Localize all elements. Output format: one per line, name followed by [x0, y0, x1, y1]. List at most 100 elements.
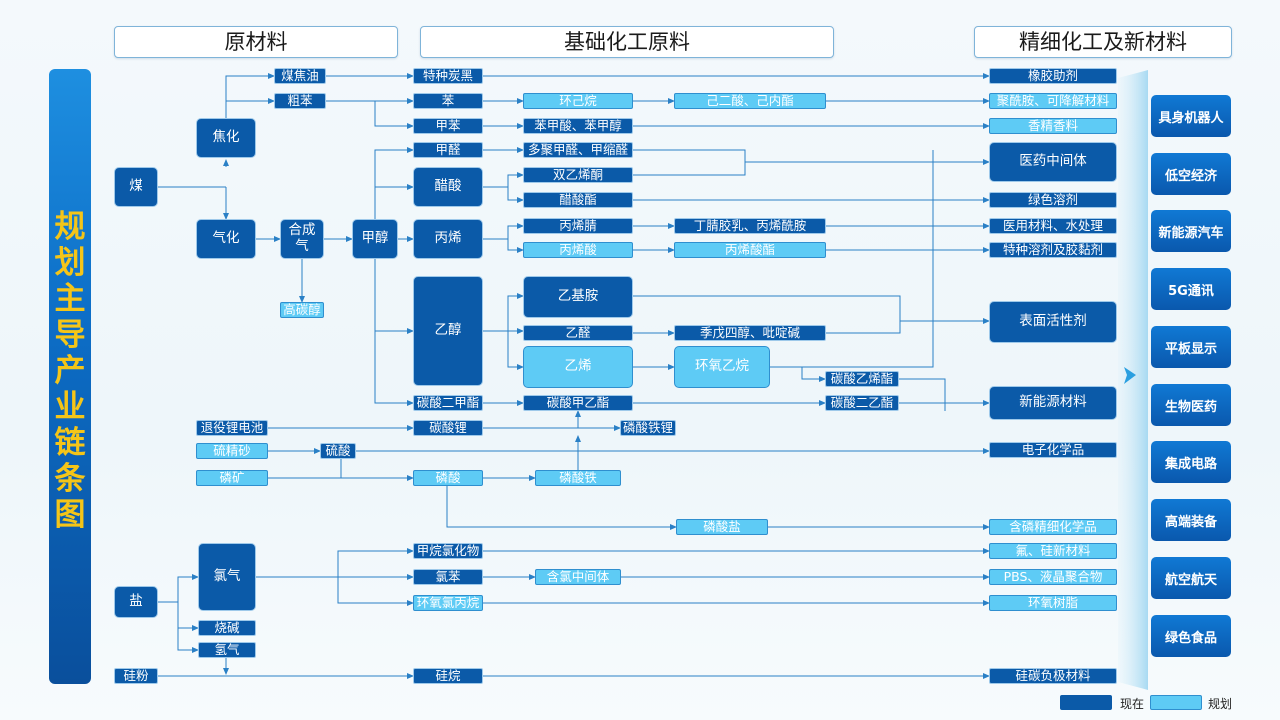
- node-gaotanchun: 高碳醇: [280, 302, 324, 318]
- node-tezhongtanhei: 特种炭黑: [413, 68, 483, 84]
- header-basic-chemicals: 基础化工原料: [420, 26, 834, 58]
- node-yichun: 乙醇: [413, 276, 483, 386]
- node-luben: 氯苯: [413, 569, 483, 585]
- connector-26: [507, 187, 524, 203]
- node-tansuanjiayizhi: 碳酸甲乙酯: [523, 395, 633, 411]
- industry-0: 具身机器人: [1151, 95, 1231, 137]
- node-jiaben: 甲苯: [413, 118, 483, 134]
- node-fuguixincailiao: 氟、硅新材料: [989, 543, 1117, 559]
- node-benjiasuan: 苯甲酸、苯甲醇: [523, 118, 633, 134]
- node-cusuan: 醋酸: [413, 167, 483, 207]
- connector-3: [225, 73, 275, 118]
- node-linkuang: 磷矿: [196, 470, 268, 486]
- sidebar-title: 规划主导产业链条图: [54, 209, 86, 533]
- node-juxianan: 聚酰胺、可降解材料: [989, 93, 1117, 109]
- connector-15: [374, 331, 414, 406]
- node-huanyangluby: 环氧氯丙烷: [413, 595, 483, 611]
- industry-3: 5G通讯: [1151, 268, 1231, 310]
- node-yiyaozhongjianti: 医药中间体: [989, 142, 1117, 182]
- legend-planned-swatch: [1150, 695, 1202, 710]
- node-yijian: 乙基胺: [523, 276, 633, 318]
- industry-1: 低空经济: [1151, 153, 1231, 195]
- node-yiyongcailiao: 医用材料、水处理: [989, 218, 1117, 234]
- connector-28: [483, 223, 524, 240]
- industry-6: 集成电路: [1151, 441, 1231, 483]
- legend-current-swatch: [1060, 695, 1112, 710]
- node-huanjiwan: 环己烷: [523, 93, 633, 109]
- connector-14: [374, 259, 414, 334]
- node-yan: 盐: [114, 586, 158, 618]
- industry-4: 平板显示: [1151, 326, 1231, 368]
- node-tuiyilidianchi: 退役锂电池: [196, 420, 268, 436]
- industry-5: 生物医药: [1151, 384, 1231, 426]
- node-tansuanyierzhi: 碳酸二乙酯: [825, 395, 899, 411]
- node-meijiaoyou: 煤焦油: [274, 68, 326, 84]
- node-hanluzhongjianti: 含氯中间体: [535, 569, 621, 585]
- node-yiquan: 乙醛: [523, 325, 633, 341]
- connector-42: [801, 367, 826, 382]
- node-guifen: 硅粉: [114, 668, 158, 684]
- connector-36: [507, 331, 524, 370]
- node-shuangyixitong: 双乙烯酮: [523, 167, 633, 183]
- node-jiaquan: 甲醛: [413, 142, 483, 158]
- node-linsuantie: 磷酸铁: [535, 470, 621, 486]
- connector-34: [483, 293, 524, 332]
- connector-29: [507, 239, 524, 253]
- node-lvserongji: 绿色溶剂: [989, 192, 1117, 208]
- node-jiaohua: 焦化: [196, 118, 256, 158]
- industry-2: 新能源汽车: [1151, 210, 1231, 252]
- connector-60: [177, 628, 199, 653]
- node-cuben: 粗苯: [274, 93, 326, 109]
- node-liusuan: 硫酸: [320, 443, 356, 459]
- industry-wedge: [1118, 70, 1148, 690]
- node-tezhongrongji: 特种溶剂及胶黏剂: [989, 242, 1117, 258]
- node-mei: 煤: [114, 167, 158, 207]
- node-qingqi: 氢气: [198, 642, 256, 658]
- connector-64: [337, 577, 414, 606]
- node-ben: 苯: [413, 93, 483, 109]
- node-linsuan: 磷酸: [413, 470, 483, 486]
- node-tansuanli: 碳酸锂: [413, 420, 483, 436]
- connector-11: [374, 147, 414, 219]
- node-bingxisuanzhi: 丙烯酸酯: [674, 242, 826, 258]
- node-biaomianhuoxingji: 表面活性剂: [989, 301, 1117, 343]
- node-bingxisuan: 丙烯酸: [523, 242, 633, 258]
- node-dianzihuaxuepin: 电子化学品: [989, 442, 1117, 458]
- node-jiawanluhuawu: 甲烷氯化物: [413, 543, 483, 559]
- connector-10: [374, 101, 414, 129]
- connector-39: [633, 295, 901, 334]
- node-xiangjingxiangliao: 香精香料: [989, 118, 1117, 134]
- header-raw-materials: 原材料: [114, 26, 398, 58]
- node-pbs: PBS、液晶聚合物: [989, 569, 1117, 585]
- node-qihua: 气化: [196, 219, 256, 259]
- node-linsuantieli: 磷酸铁锂: [620, 420, 676, 436]
- node-huanyangshuzhi: 环氧树脂: [989, 595, 1117, 611]
- connector-41: [770, 150, 934, 368]
- node-guitanfujicailiao: 硅碳负极材料: [989, 668, 1117, 684]
- node-xiangjiaozhuji: 橡胶助剂: [989, 68, 1117, 84]
- connector-25: [483, 172, 524, 188]
- connector-62: [256, 548, 414, 578]
- node-shaojian: 烧碱: [198, 620, 256, 636]
- node-xinnengyuancailiao: 新能源材料: [989, 386, 1117, 420]
- node-hanlinjingxi: 含磷精细化学品: [989, 519, 1117, 535]
- node-liujingsha: 硫精砂: [196, 443, 268, 459]
- sidebar-title-panel: 规划主导产业链条图: [49, 69, 91, 684]
- legend: 现在 规划: [1060, 694, 1260, 714]
- node-guiwan: 硅烷: [413, 668, 483, 684]
- legend-planned-label: 规划: [1208, 697, 1233, 711]
- legend-current-label: 现在: [1120, 697, 1145, 711]
- industry-arrow-icon: [1124, 367, 1136, 384]
- node-huanyangyiwan: 环氧乙烷: [674, 346, 770, 388]
- node-dingjingjiaoru: 丁腈胶乳、丙烯酰胺: [674, 218, 826, 234]
- node-yixi: 乙烯: [523, 346, 633, 388]
- node-jiwusichun: 季戊四醇、吡啶碱: [674, 325, 826, 341]
- node-cusuanzhi: 醋酸酯: [523, 192, 633, 208]
- node-jiachun: 甲醇: [352, 219, 398, 259]
- industry-7: 高端装备: [1151, 499, 1231, 541]
- node-bingxi: 丙烯: [413, 219, 483, 259]
- connector-59: [177, 602, 199, 631]
- node-bingxijing: 丙烯腈: [523, 218, 633, 234]
